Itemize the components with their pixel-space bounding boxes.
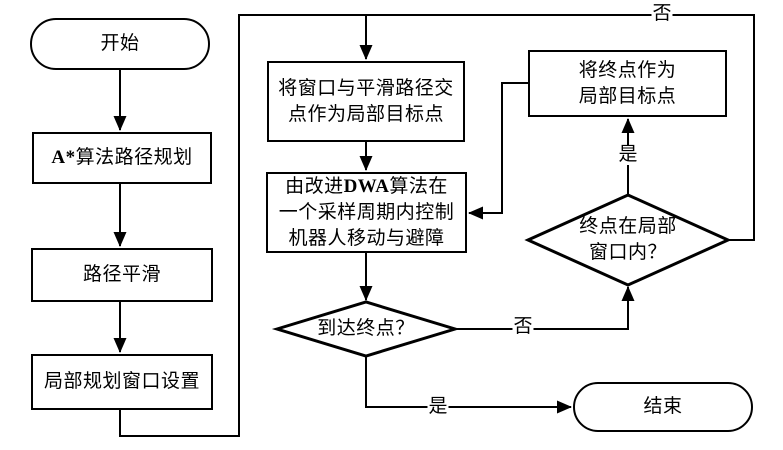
- end-label: 结束: [643, 396, 683, 417]
- inwindow-label-line1: 终点在局部: [579, 216, 677, 237]
- edge-label-yes-right: 是: [617, 144, 639, 165]
- intersect-label-line1: 将窗口与平滑路径交: [278, 77, 454, 99]
- endpoint-process-box: 将终点作为 局部目标点: [528, 50, 727, 117]
- dwa-label-line1: 由改进DWA算法在: [285, 175, 448, 197]
- connector-endpoint-to-dwa: [468, 82, 528, 220]
- reach-decision-diamond: [271, 300, 461, 358]
- inwindow-decision-diamond: [524, 193, 732, 287]
- dwa-process-box: 由改进DWA算法在 一个采样周期内控制 机器人移动与避障: [266, 172, 467, 253]
- edge-label-yes-bottom: 是: [427, 396, 449, 417]
- smooth-label: 路径平滑: [82, 264, 161, 285]
- connector-reach-no-to-inwindow: [455, 286, 635, 330]
- astar-process-box: A*算法路径规划: [32, 132, 212, 184]
- window-label: 局部规划窗口设置: [43, 371, 200, 392]
- end-terminal: 结束: [573, 382, 753, 432]
- endpoint-label-line1: 将终点作为: [578, 59, 677, 81]
- edge-label-no-mid: 否: [512, 316, 534, 337]
- connector-reach-yes-to-end: [365, 356, 572, 414]
- smooth-process-box: 路径平滑: [31, 248, 213, 302]
- start-label: 开始: [100, 33, 140, 54]
- window-process-box: 局部规划窗口设置: [31, 354, 213, 410]
- astar-label: A*算法路径规划: [51, 147, 193, 168]
- intersect-process-box: 将窗口与平滑路径交 点作为局部目标点: [267, 61, 465, 142]
- intersect-label-line2: 点作为局部目标点: [287, 103, 444, 125]
- connector-window-to-top-rail: [119, 14, 366, 437]
- inwindow-decision-label: 终点在局部 窗口内？: [548, 213, 708, 267]
- inwindow-label-line2: 窗口内？: [588, 242, 667, 263]
- reach-decision-label: 到达终点？: [317, 318, 415, 339]
- dwa-label-line2: 一个采样周期内控制: [278, 201, 455, 223]
- connector-inwindow-no-to-top-rail: [366, 14, 755, 241]
- dwa-label-line3: 机器人移动与避障: [288, 227, 445, 249]
- start-terminal: 开始: [30, 18, 210, 70]
- endpoint-label-line2: 局部目标点: [578, 85, 677, 107]
- edge-label-no-top: 否: [651, 3, 673, 24]
